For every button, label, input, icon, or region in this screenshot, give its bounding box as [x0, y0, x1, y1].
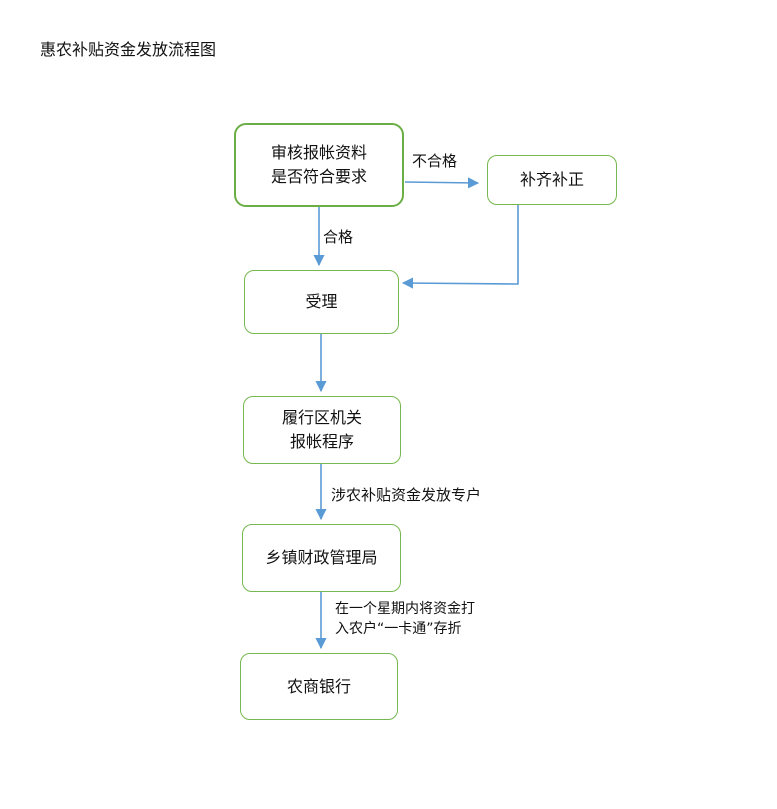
edge-label-transfer: 在一个星期内将资金打 入农户“一卡通”存折 [335, 599, 475, 639]
bank-node-label: 农商银行 [286, 676, 351, 696]
edge-label-unqualified: 不合格 [412, 152, 458, 170]
district-node-line-2: 报帐程序 [289, 432, 354, 451]
township-node: 乡镇财政管理局 [242, 524, 401, 592]
edge-label-transfer-line-2: 入农户“一卡通”存折 [335, 621, 462, 637]
review-node: 审核报帐资料 是否符合要求 [234, 123, 404, 207]
page-title: 惠农补贴资金发放流程图 [40, 40, 217, 59]
township-node-label: 乡镇财政管理局 [265, 548, 378, 567]
district-node: 履行区机关 报帐程序 [243, 396, 401, 464]
supplement-node: 补齐补正 [487, 155, 617, 205]
accept-node: 受理 [244, 270, 399, 334]
edge-label-transfer-line-1: 在一个星期内将资金打 [335, 601, 475, 617]
bank-node: 农商银行 [240, 653, 398, 720]
supplement-node-label: 补齐补正 [519, 170, 584, 189]
edge-label-special-account: 涉农补贴资金发放专户 [331, 486, 482, 504]
arrow-review-to-supplement [404, 177, 480, 189]
edge-label-qualified: 合格 [323, 228, 354, 246]
accept-node-label: 受理 [305, 292, 338, 311]
arrow-supplement-to-accept [401, 205, 519, 289]
district-node-line-1: 履行区机关 [281, 408, 362, 427]
review-node-line-1: 审核报帐资料 [270, 143, 367, 162]
review-node-line-2: 是否符合要求 [270, 167, 367, 186]
